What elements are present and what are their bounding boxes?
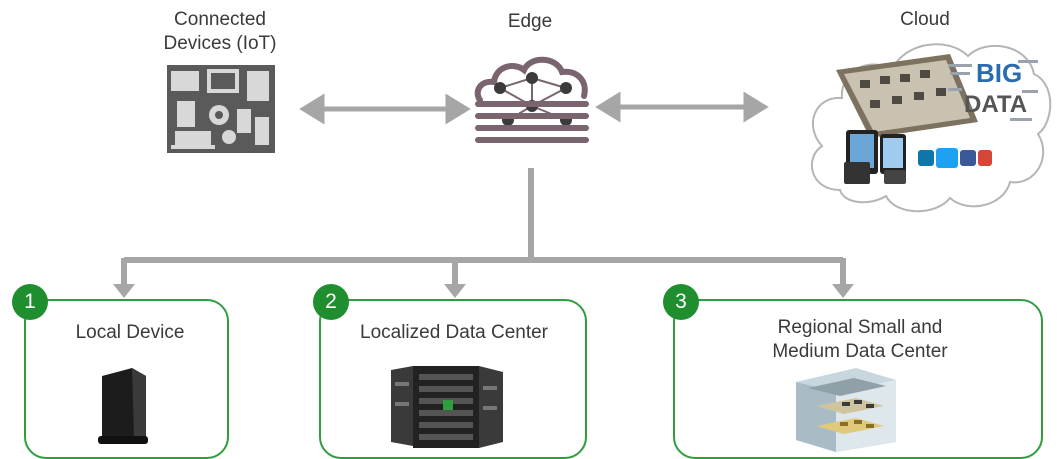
- edge-cloud-arrow: [595, 91, 769, 123]
- svg-text:BIG: BIG: [976, 58, 1022, 88]
- down-arrowheads: [113, 284, 854, 298]
- cloud-label: Cloud: [900, 9, 950, 30]
- regional-data-center-title: Regional Small and Medium Data Center: [772, 317, 948, 362]
- tier-badge-1: 1: [12, 284, 48, 320]
- edge-label: Edge: [507, 11, 553, 32]
- cloud-icon: BIG DATA: [810, 43, 1052, 213]
- iot-edge-arrow: [299, 93, 471, 125]
- iot-devices-icon: [167, 65, 275, 153]
- tier-badge-2: 2: [313, 284, 349, 320]
- tier-badge-3: 3: [663, 284, 699, 320]
- localized-data-center-title: Localized Data Center: [360, 322, 548, 343]
- building-datacenter-icon: [796, 368, 896, 452]
- local-device-title: Local Device: [75, 322, 185, 343]
- edge-cloud-icon: [474, 56, 589, 143]
- server-rack-icon: [391, 366, 503, 448]
- cable-modem-icon: [98, 368, 148, 444]
- edge-distribution-lines: [121, 168, 846, 286]
- iot-label: Connected Devices (IoT): [163, 9, 277, 54]
- svg-text:DATA: DATA: [964, 91, 1027, 118]
